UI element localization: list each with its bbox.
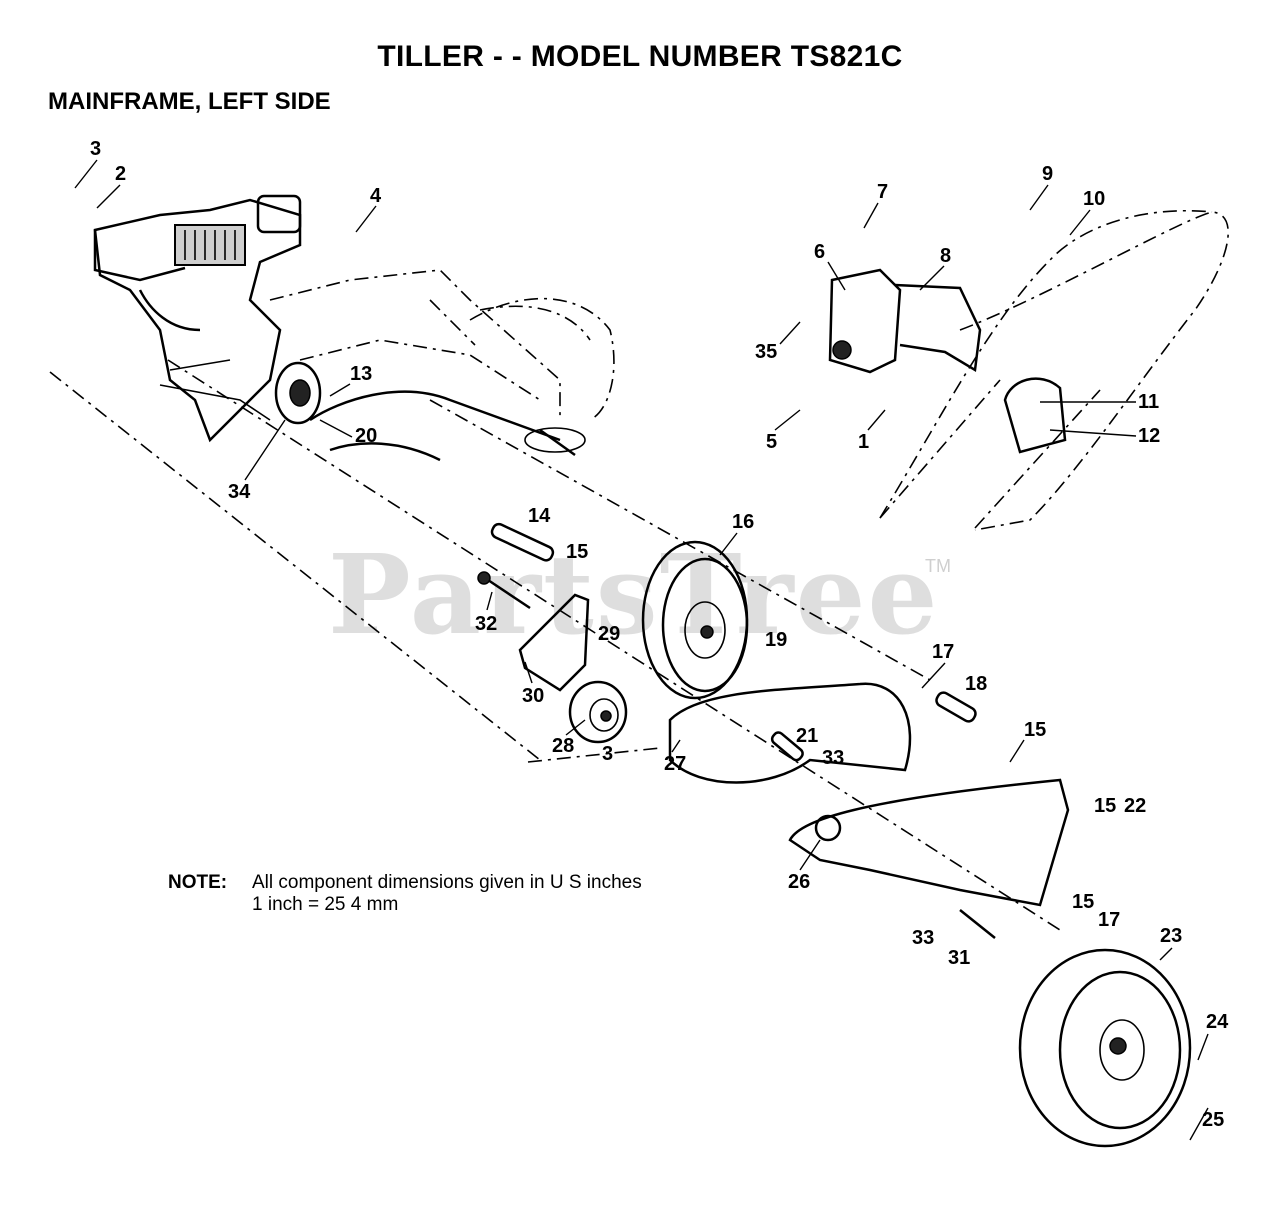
callout-9: 9 [1042,163,1053,185]
callout-6: 6 [814,241,825,263]
callout-11: 11 [1138,391,1159,413]
part-28-idler-pulley [568,680,628,744]
callout-35: 35 [755,341,777,363]
part-14-shaft [490,522,555,562]
note-line-1: All component dimensions given in U S in… [252,872,642,893]
callout-18: 18 [965,673,987,695]
callout-7: 7 [877,181,888,203]
callout-29: 29 [598,623,620,645]
callout-17: 17 [932,641,954,663]
part-32-bolt [481,574,531,610]
callout-14: 14 [528,505,551,527]
callout-28: 28 [552,735,574,757]
callout-10: 10 [1083,188,1105,210]
callout-15b: 15 [1024,719,1046,741]
callout-15: 15 [566,541,588,563]
note-label: NOTE: [168,872,228,893]
callout-24: 24 [1206,1011,1229,1033]
callout-2: 2 [115,163,126,185]
callout-labels: 3 2 4 13 20 34 7 9 10 6 8 35 5 1 11 12 1… [90,138,1229,1131]
diagram-title: TILLER - - MODEL NUMBER TS821C [377,40,903,73]
callout-5: 5 [766,431,777,453]
callout-30: 30 [522,685,544,707]
callout-3b: 3 [602,743,613,765]
callout-4: 4 [370,185,382,207]
assembly-center-lines [49,359,1101,931]
part-30-idler-bracket [518,593,590,692]
watermark-logo: PartsTree [328,530,940,659]
callout-16: 16 [732,511,754,533]
tine-shield-outline [879,209,1229,531]
callout-13: 13 [350,363,372,385]
callout-21: 21 [796,725,818,747]
parts-6-8-depth-bar-bracket [828,268,982,374]
leader-lines [74,159,1209,1141]
parts-11-12-bracket [1003,377,1067,454]
callout-34: 34 [228,481,251,503]
callout-22: 22 [1124,795,1146,817]
callout-33: 33 [822,747,844,769]
callout-25: 25 [1202,1109,1224,1131]
mainframe-housing [269,269,615,462]
callout-19: 19 [765,629,787,651]
callout-15c: 15 [1094,795,1116,817]
callout-23: 23 [1160,925,1182,947]
callout-20: 20 [355,425,377,447]
part-18-spacer [935,691,977,723]
callout-32: 32 [475,613,497,635]
part-21-spacer [770,731,804,762]
note-line-2: 1 inch = 25 4 mm [252,894,399,915]
callout-12: 12 [1138,425,1160,447]
part-31-bolt [959,909,996,939]
callout-1: 1 [858,431,869,453]
callout-8: 8 [940,245,951,267]
watermark-trademark: TM [925,556,951,576]
engine-assembly [93,194,302,443]
callout-33b: 33 [912,927,934,949]
callout-26: 26 [788,871,810,893]
part-26-belt-cover [788,778,1070,907]
part-16-large-pulley [641,540,749,700]
part-23-wheel [1018,948,1192,1148]
dimension-note: NOTE: All component dimensions given in U… [168,872,642,916]
callout-3: 3 [90,138,101,160]
callout-15d: 15 [1072,891,1094,913]
part-27-drive-belt [668,682,912,784]
callout-27: 27 [664,753,686,775]
part-34-engine-pulley [274,361,322,425]
callout-17b: 17 [1098,909,1120,931]
diagram-subtitle: MAINFRAME, LEFT SIDE [48,88,331,115]
callout-31: 31 [948,947,970,969]
